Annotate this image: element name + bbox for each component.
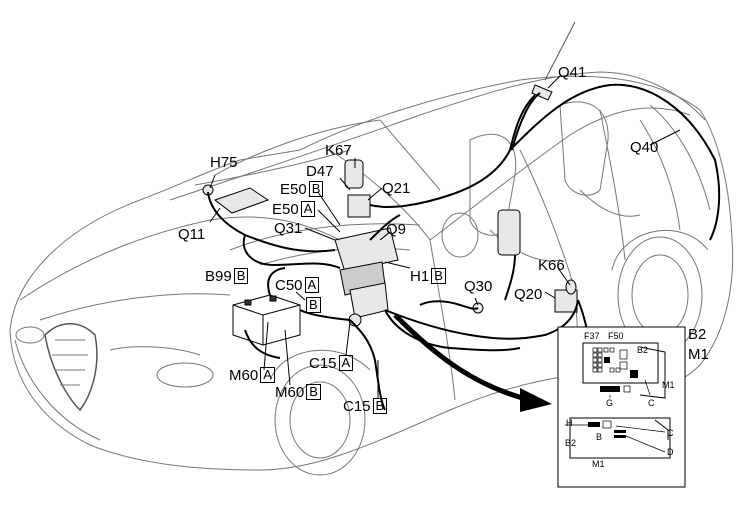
label-q9: Q9 (386, 221, 407, 238)
label-c15-a-text: C15 (309, 355, 337, 372)
inset-label-b2: B2 (637, 345, 649, 355)
label-q40: Q40 (630, 139, 659, 156)
label-c15-b-text: C15 (343, 398, 371, 415)
inset-label-m1-lower: M1 (592, 459, 605, 469)
label-m60-b-text: M60 (275, 384, 305, 401)
label-m60-a-text: M60 (229, 367, 259, 384)
label-e50-a-text: E50 (272, 201, 299, 218)
label-k67: K67 (325, 142, 352, 159)
label-q20: Q20 (514, 286, 543, 303)
label-c50-b: B (304, 297, 321, 314)
label-e50-b-text: E50 (280, 181, 307, 198)
inset-label-g: G (606, 398, 614, 408)
variant-box-b: B (306, 297, 321, 313)
inset-label-b: B (596, 432, 603, 442)
label-c50-text: C50 (275, 277, 303, 294)
label-q21: Q21 (382, 180, 411, 197)
variant-box-b: B (308, 181, 324, 197)
variant-box-a: A (260, 367, 275, 383)
label-q30: Q30 (464, 278, 493, 295)
variant-box-a: A (300, 201, 316, 217)
label-m1: M1 (688, 346, 709, 363)
label-b99-text: B99 (205, 268, 232, 285)
inset-label-f50: F50 (608, 331, 624, 341)
variant-box-a: A (338, 355, 354, 371)
label-q31: Q31 (274, 220, 303, 237)
variant-box-a: A (304, 277, 320, 293)
label-k66: K66 (538, 257, 565, 274)
inset-label-f37: F37 (584, 331, 600, 341)
inset-label-c: C (648, 398, 655, 408)
label-h75: H75 (210, 154, 238, 171)
label-q41: Q41 (558, 64, 587, 81)
variant-box-b: B (431, 268, 446, 284)
inset-label-m1: M1 (662, 380, 675, 390)
inset-label-d: D (667, 447, 674, 457)
label-h1-text: H1 (410, 268, 430, 285)
variant-box-b: B (372, 398, 388, 414)
inset-label-c2: C (667, 428, 674, 438)
inset-label-h: H (566, 418, 573, 428)
variant-box-b: B (306, 384, 321, 400)
label-b2: B2 (688, 326, 707, 343)
label-d47: D47 (306, 163, 334, 180)
label-q11: Q11 (178, 226, 206, 243)
variant-box-b: B (233, 268, 249, 284)
inset-label-b2-lower: B2 (565, 438, 577, 448)
